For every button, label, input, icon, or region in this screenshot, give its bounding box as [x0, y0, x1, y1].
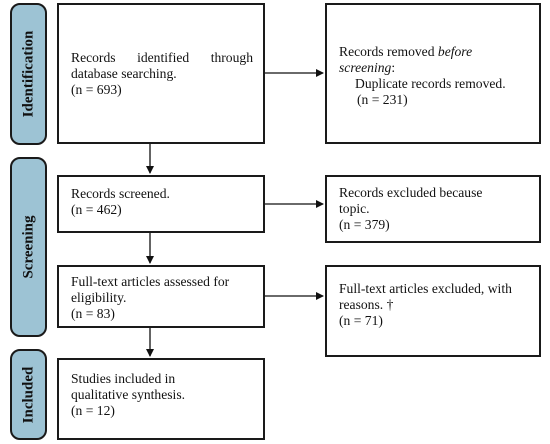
studies-included-count: (n = 12) — [71, 403, 115, 418]
stage-identification: Identification — [10, 3, 47, 145]
records-identified-word3: through — [210, 50, 253, 65]
records-screened-label: Records screened. — [71, 186, 170, 201]
records-identified-word2: identified — [137, 50, 190, 65]
records-removed-colon: : — [391, 60, 396, 75]
stage-screening: Screening — [10, 157, 47, 337]
duplicate-records-line: Duplicate records removed. — [355, 76, 506, 91]
records-excluded-count: (n = 379) — [339, 217, 390, 232]
records-removed-line2: screening: — [339, 60, 531, 76]
records-identified-count: (n = 693) — [71, 82, 122, 97]
records-screened-box: Records screened. (n = 462) — [57, 175, 265, 233]
records-removed-text: Records removed — [339, 44, 438, 59]
records-removed-line1: Records removed before — [339, 44, 531, 60]
records-removed-before: before — [437, 44, 473, 59]
records-excluded-box: Records excluded because topic. (n = 379… — [325, 175, 541, 243]
records-identified-line2: database searching. — [71, 66, 177, 81]
records-excluded-line2: topic. — [339, 201, 370, 216]
records-screened-count: (n = 462) — [71, 202, 122, 217]
records-removed-box: Records removed before screening: Duplic… — [325, 3, 541, 144]
fulltext-excluded-count: (n = 71) — [339, 313, 383, 328]
fulltext-excluded-line2: reasons. † — [339, 297, 394, 312]
studies-included-line1: Studies included in — [71, 371, 176, 386]
records-identified-line1: Records identified through — [71, 50, 253, 66]
fulltext-excluded-line1: Full-text articles excluded, with — [339, 281, 512, 296]
records-identified-box: Records identified through database sear… — [57, 3, 265, 144]
records-removed-count: (n = 231) — [357, 92, 408, 107]
fulltext-assessed-line1: Full-text articles assessed for — [71, 274, 230, 289]
records-identified-word1: Records — [71, 50, 116, 65]
fulltext-assessed-box: Full-text articles assessed for eligibil… — [57, 265, 265, 328]
fulltext-assessed-line2: eligibility. — [71, 290, 127, 305]
fulltext-assessed-count: (n = 83) — [71, 306, 115, 321]
studies-included-box: Studies included in qualitative synthesi… — [57, 358, 265, 440]
fulltext-excluded-box: Full-text articles excluded, with reason… — [325, 265, 541, 357]
records-excluded-line1: Records excluded because — [339, 185, 483, 200]
studies-included-line2: qualitative synthesis. — [71, 387, 186, 402]
records-removed-screening: screening — [339, 60, 392, 75]
stage-included: Included — [10, 349, 47, 440]
